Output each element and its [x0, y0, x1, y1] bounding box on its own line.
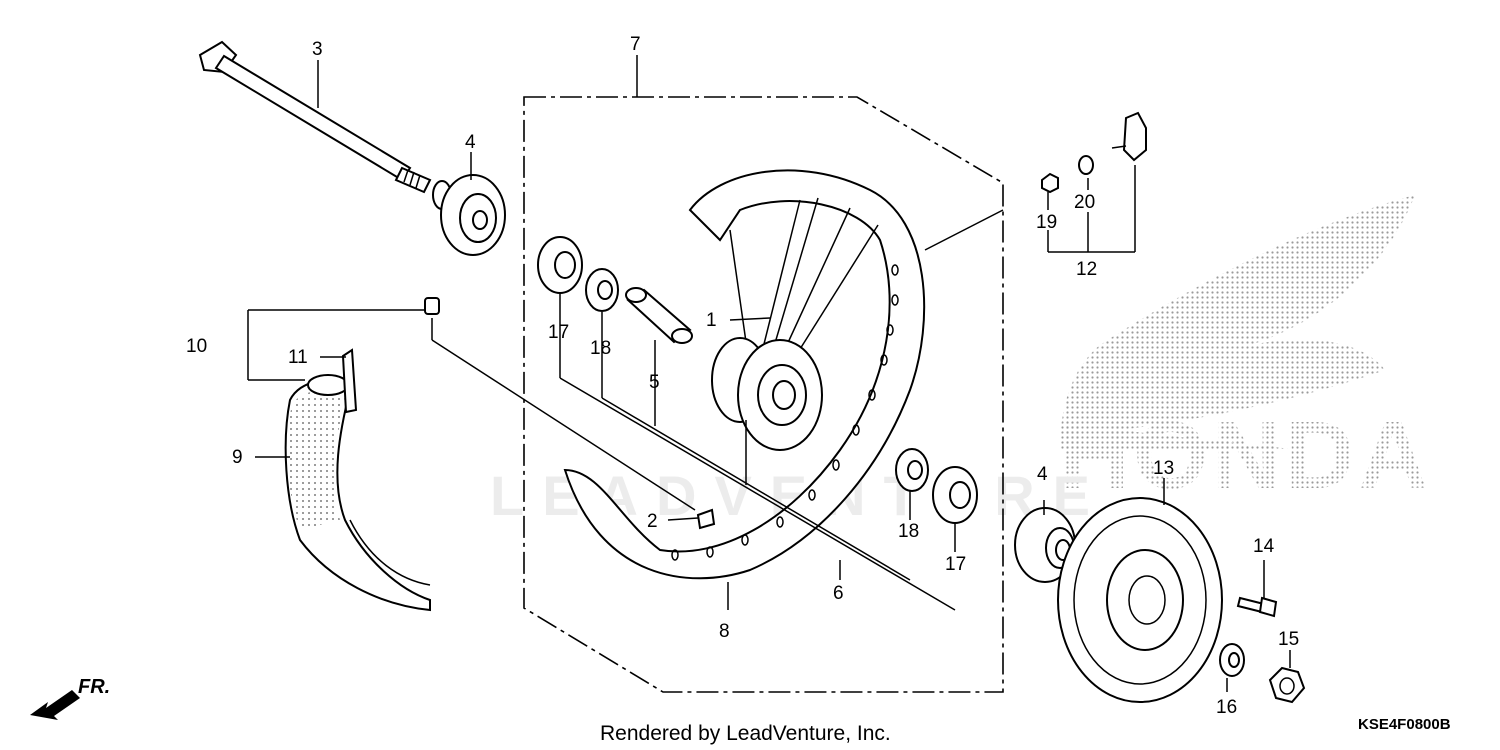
callout-4: 4: [1037, 464, 1048, 485]
tire-icon[interactable]: [284, 348, 431, 612]
callout-17: 17: [548, 322, 569, 343]
callout-8: 8: [719, 621, 730, 642]
callout-2: 2: [647, 511, 658, 532]
axle-icon[interactable]: [198, 40, 432, 194]
diagram-code: KSE4F0800B: [1358, 716, 1451, 733]
washer-icon[interactable]: [1078, 155, 1094, 175]
nut-icon[interactable]: [1041, 172, 1059, 194]
callout-11: 11: [288, 347, 308, 368]
callout-1: 1: [706, 310, 717, 331]
rim-icon[interactable]: [563, 169, 926, 580]
callout-16: 16: [1216, 697, 1237, 718]
rendered-by-credit: Rendered by LeadVenture, Inc.: [600, 722, 891, 745]
brand-text: HONDA: [1060, 402, 1432, 509]
callout-6: 6: [833, 583, 844, 604]
bearing-icon[interactable]: [585, 268, 619, 312]
callout-20: 20: [1074, 192, 1095, 213]
brake-disk-icon[interactable]: [1057, 497, 1223, 703]
callout-17: 17: [945, 554, 966, 575]
nut-icon[interactable]: [1268, 666, 1306, 704]
bracket-icon[interactable]: [1111, 111, 1147, 162]
callout-18: 18: [590, 338, 611, 359]
dust-seal-icon[interactable]: [932, 466, 978, 524]
callout-12: 12: [1076, 259, 1097, 280]
distance-collar-icon[interactable]: [625, 287, 693, 344]
callout-19: 19: [1036, 212, 1057, 233]
assembly-outline: [523, 96, 1004, 693]
callout-10: 10: [186, 336, 207, 357]
bolt-icon[interactable]: [1236, 596, 1278, 618]
brand-logo: HONDA: [1060, 195, 1432, 509]
valve-cap-icon[interactable]: [424, 297, 440, 315]
leader-lines: [247, 55, 1291, 692]
wheel-hub-icon[interactable]: [711, 337, 823, 451]
front-arrow-icon: FR.: [30, 676, 110, 720]
callout-4: 4: [465, 132, 476, 153]
callout-18: 18: [898, 521, 919, 542]
washer-icon[interactable]: [1219, 643, 1245, 677]
callout-5: 5: [649, 372, 660, 393]
bearing-icon[interactable]: [895, 448, 929, 492]
callout-14: 14: [1253, 536, 1275, 557]
dust-seal-icon[interactable]: [537, 236, 583, 294]
callouts: 3 4 7 1 10 11 9 17 18 5 2 8 6 18 17 19 2…: [186, 34, 1299, 718]
callout-9: 9: [232, 447, 243, 468]
callout-15: 15: [1278, 629, 1299, 650]
callout-3: 3: [312, 39, 323, 60]
callout-7: 7: [630, 34, 641, 55]
callout-13: 13: [1153, 458, 1174, 479]
side-collar-icon[interactable]: [432, 174, 506, 256]
front-label: FR.: [78, 676, 110, 698]
valve-icon[interactable]: [696, 508, 716, 530]
